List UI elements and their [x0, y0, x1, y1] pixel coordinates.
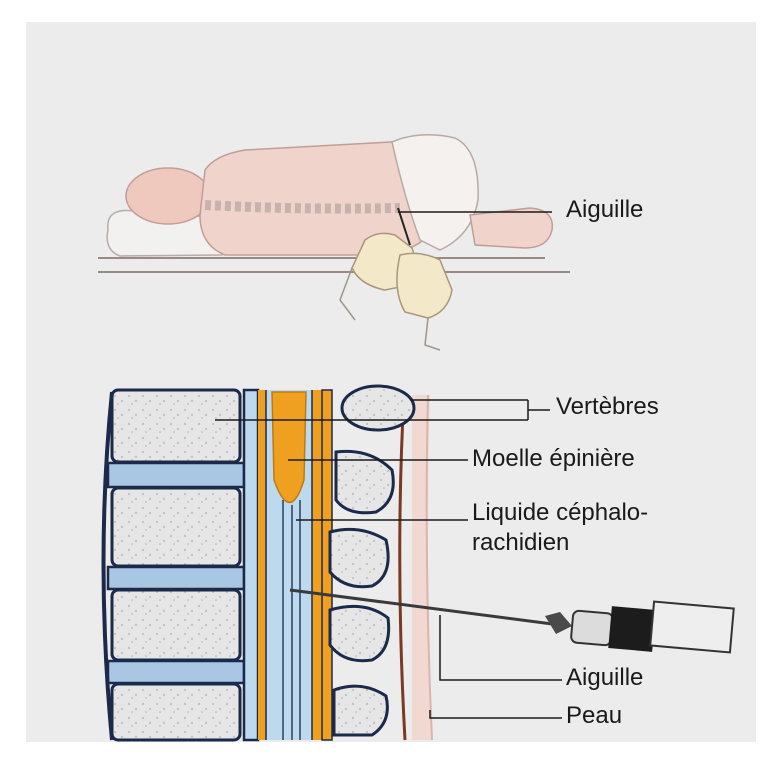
label-skin: Peau — [566, 703, 622, 729]
label-spinal-cord: Moelle épinière — [472, 446, 635, 472]
vertebra-body-1 — [112, 390, 240, 462]
spinous-process-5 — [334, 686, 387, 735]
head — [126, 168, 210, 224]
vertebra-body-3 — [112, 590, 240, 660]
gloved-hand-right — [397, 253, 452, 318]
disc-2 — [108, 567, 244, 589]
label-csf-line1: Liquide céphalo- — [472, 500, 648, 526]
spinous-process-1 — [342, 386, 414, 430]
legs — [470, 208, 552, 248]
disc-3 — [108, 661, 244, 683]
syringe — [545, 602, 734, 653]
spinous-process-3 — [330, 529, 388, 586]
patient-figure — [98, 135, 570, 350]
spinous-process-4 — [330, 606, 389, 660]
spinal-cord — [272, 392, 306, 503]
disc-1 — [108, 463, 244, 487]
label-needle-bottom: Aiguille — [566, 665, 643, 691]
label-vertebrae: Vertèbres — [556, 394, 659, 420]
label-csf-line2: rachidien — [472, 530, 569, 556]
vertebra-body-4 — [112, 684, 240, 740]
label-needle-top: Aiguille — [566, 197, 643, 223]
vertebra-body-2 — [112, 488, 240, 566]
